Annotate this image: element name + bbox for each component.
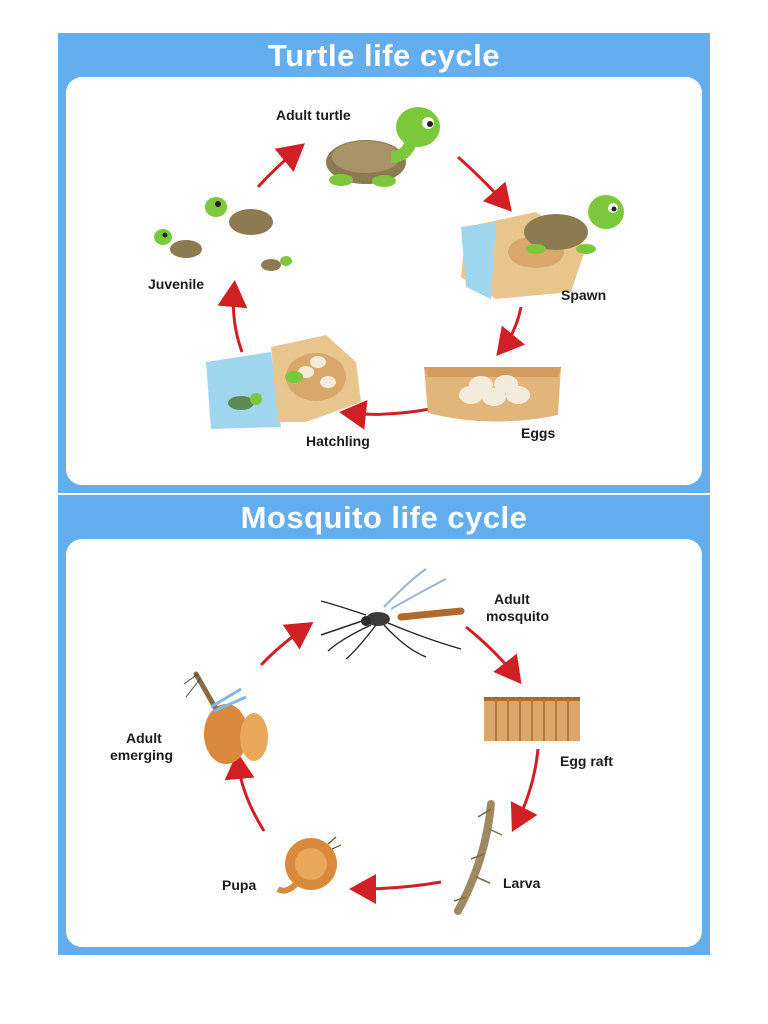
label-adult-turtle: Adult turtle — [276, 107, 351, 123]
label-hatchling: Hatchling — [306, 433, 370, 449]
label-adult-mosquito-line1: Adult — [494, 591, 530, 607]
spawn-illustration — [461, 195, 624, 299]
label-larva: Larva — [503, 875, 541, 891]
label-spawn: Spawn — [561, 287, 607, 303]
arrow-hatchling-to-juvenile — [217, 280, 248, 353]
label-adult-emerging-line1: Adult — [126, 730, 162, 746]
larva-illustration — [453, 800, 503, 915]
juvenile-turtles-illustration — [154, 197, 292, 271]
label-adult-emerging-line2: emerging — [110, 747, 174, 763]
adult-turtle-illustration — [326, 107, 440, 187]
hatchling-illustration — [206, 335, 361, 429]
arrow-juvenile-to-adult — [256, 143, 305, 189]
label-juvenile: Juvenile — [148, 276, 205, 292]
mosquito-cycle-svg — [183, 568, 580, 915]
arrow-eggs-to-hatchling — [339, 399, 431, 430]
mosquito-diagram-card: Adult mosquito Egg raft Larva Pupa Adult… — [66, 539, 702, 947]
turtle-cycle-svg — [154, 107, 624, 430]
eggs-illustration — [424, 367, 561, 422]
arrow-spawn-to-eggs — [496, 306, 526, 356]
pupa-illustration — [276, 836, 342, 894]
label-adult-mosquito-line2: mosquito — [486, 608, 549, 624]
arrow-pupa-to-emerging — [224, 752, 266, 832]
arrow-larva-to-pupa — [349, 873, 442, 904]
turtle-life-cycle-panel: Turtle life cycle — [58, 33, 710, 493]
label-egg-raft: Egg raft — [560, 753, 613, 769]
egg-raft-illustration — [484, 697, 580, 741]
turtle-diagram-card: Adult turtle Spawn Eggs Hatchling Juveni… — [66, 77, 702, 485]
arrow-emerging-to-adult — [259, 621, 314, 667]
adult-emerging-illustration — [183, 671, 268, 764]
mosquito-life-cycle-panel: Mosquito life cycle — [58, 495, 710, 955]
adult-mosquito-illustration — [320, 568, 465, 660]
label-eggs: Eggs — [521, 425, 556, 441]
arrow-egg-raft-to-larva — [510, 748, 540, 833]
arrow-adult-to-spawn — [457, 155, 512, 212]
turtle-panel-title: Turtle life cycle — [268, 38, 500, 73]
label-pupa: Pupa — [222, 877, 257, 893]
mosquito-panel-title: Mosquito life cycle — [240, 500, 528, 535]
arrow-adult-to-egg-raft — [465, 625, 522, 685]
